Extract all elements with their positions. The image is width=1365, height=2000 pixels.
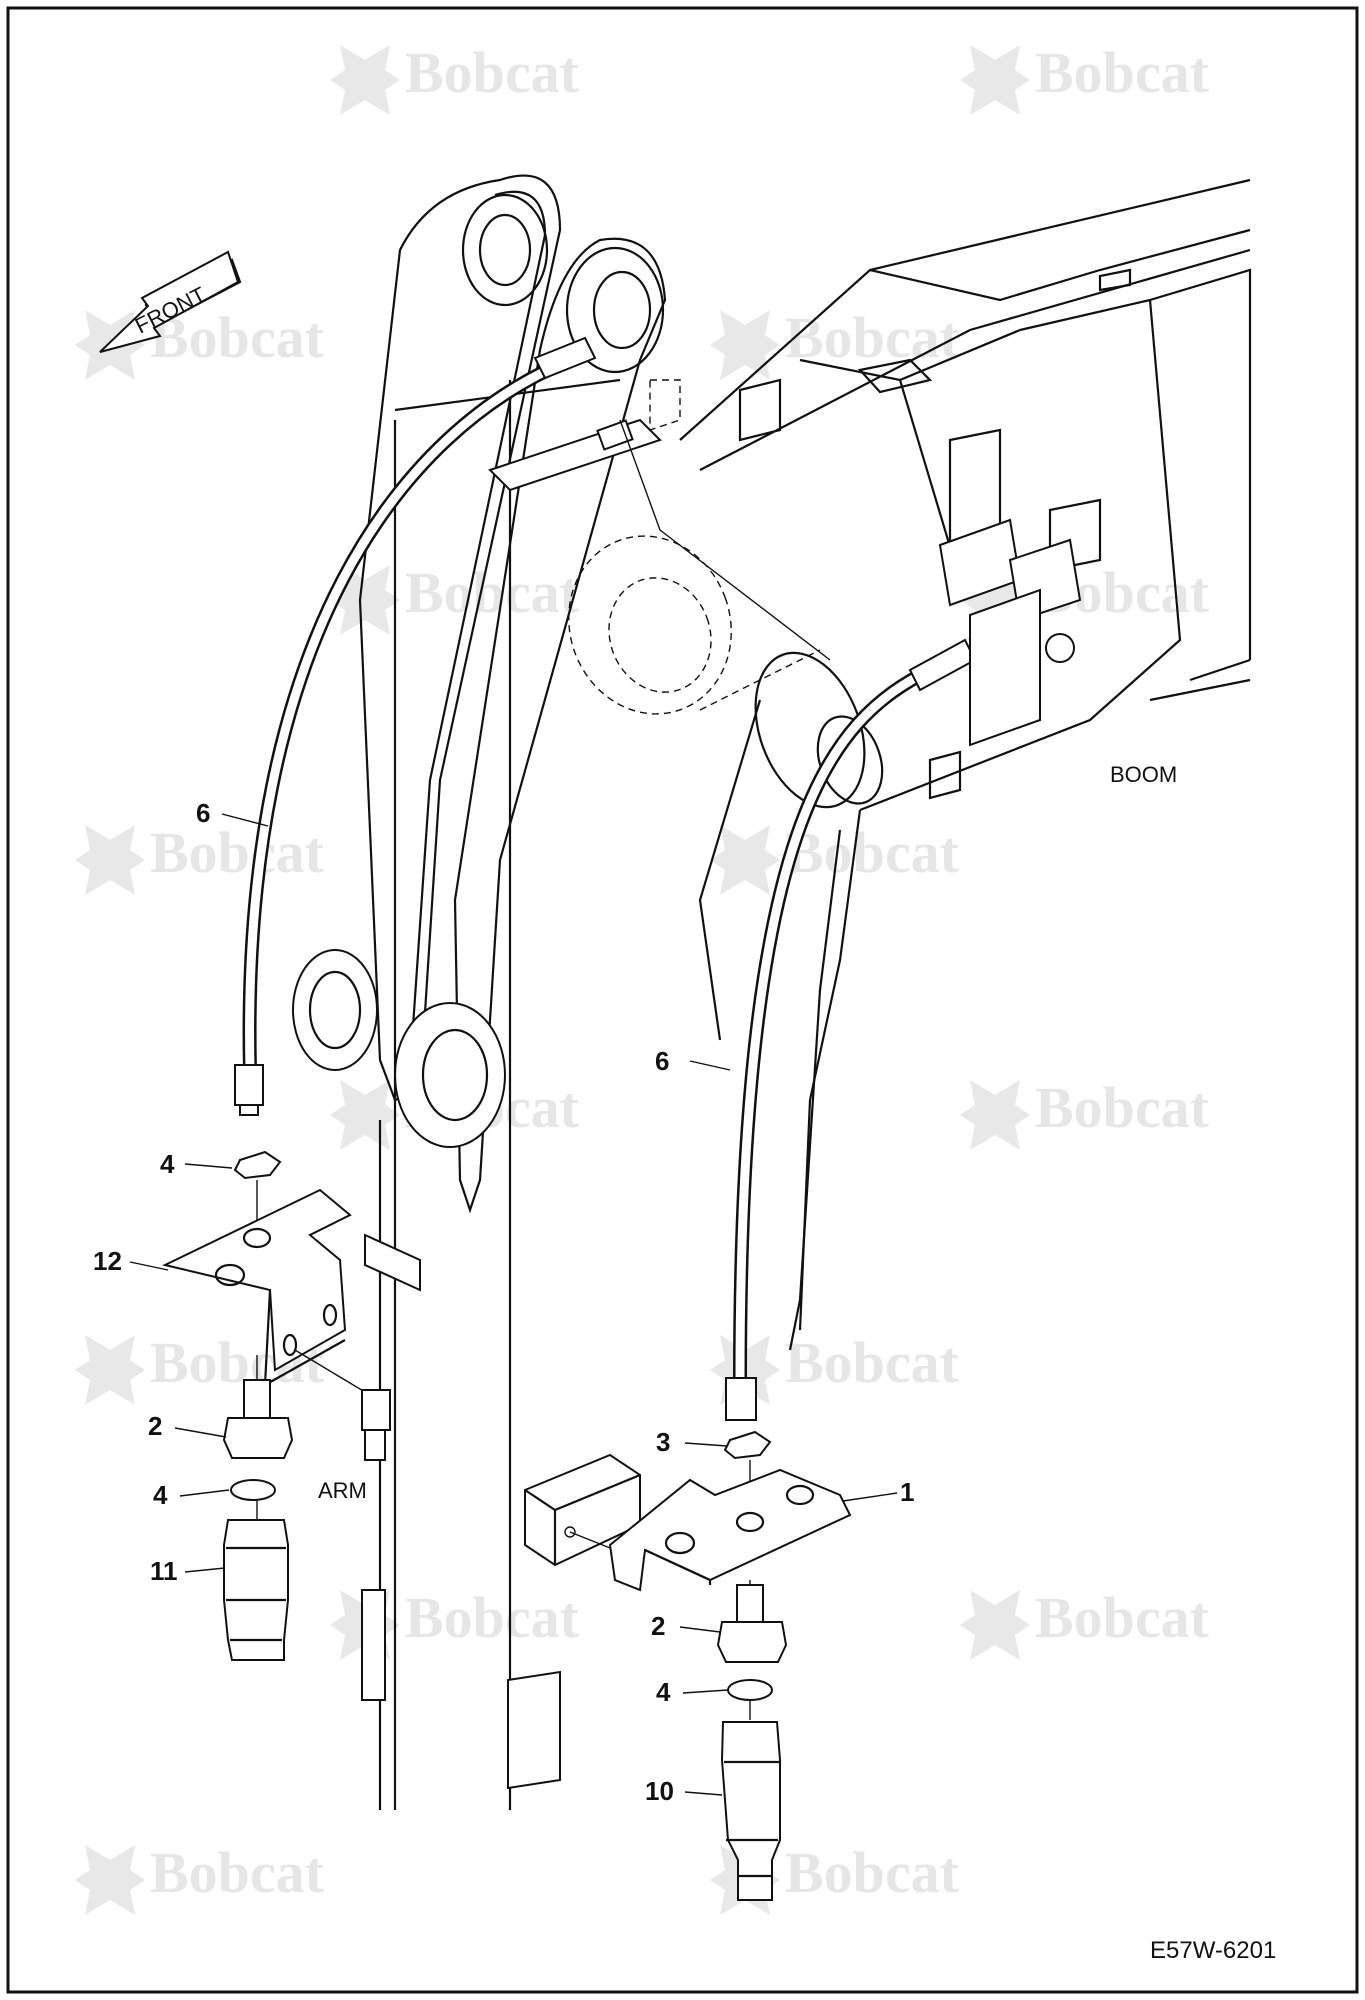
- bobcat-watermark-text: Bobcat: [150, 1840, 325, 1905]
- bobcat-watermark-text: Bobcat: [405, 40, 580, 105]
- boom-structure: BOOM: [679, 178, 1252, 1351]
- callout-6-left: 6: [196, 798, 210, 828]
- fitting-2-left: [243, 1379, 271, 1419]
- drawing-border: [6, 6, 1359, 1994]
- arm-label: ARM: [318, 1478, 367, 1503]
- boom-label: BOOM: [1110, 762, 1177, 787]
- hose-6-left: [234, 336, 597, 1116]
- bracket-1: [608, 1468, 852, 1592]
- bobcat-watermark-text: Bobcat: [1035, 40, 1210, 105]
- bobcat-watermark-text: Bobcat: [1035, 1075, 1210, 1140]
- callout-3: 3: [656, 1427, 670, 1457]
- bobcat-watermark: Bobcat: [75, 1840, 325, 1915]
- bobcat-logo-icon: [330, 45, 400, 115]
- callout-12: 12: [93, 1246, 122, 1276]
- o-ring-4-left: [230, 1479, 276, 1501]
- bobcat-watermark-text: Bobcat: [785, 1840, 960, 1905]
- callout-6-right: 6: [655, 1046, 669, 1076]
- arm-linkage: ARM: [292, 174, 667, 1810]
- bobcat-logo-icon: [960, 1080, 1030, 1150]
- callout-4-upper-left: 4: [160, 1149, 175, 1179]
- callout-1: 1: [900, 1477, 914, 1507]
- bobcat-watermark-text: Bobcat: [785, 820, 960, 885]
- bobcat-watermark: Bobcat: [75, 820, 325, 895]
- nut-3: [723, 1430, 772, 1460]
- bobcat-watermark-text: Bobcat: [785, 1330, 960, 1395]
- bobcat-watermark: Bobcat: [960, 1585, 1210, 1660]
- callout-2-left: 2: [148, 1411, 162, 1441]
- o-ring-4-right: [727, 1679, 773, 1701]
- bobcat-watermark-text: Bobcat: [1035, 1585, 1210, 1650]
- drawing-code: E57W-6201: [1150, 1937, 1276, 1964]
- callout-labels: 6 6 4 12 2 4 11 3 1 2 4 10: [93, 798, 914, 1806]
- bobcat-logo-icon: [75, 1845, 145, 1915]
- callout-2-right: 2: [651, 1611, 665, 1641]
- leader-lines: [129, 813, 898, 1796]
- bobcat-logo-icon: [710, 825, 780, 895]
- coupler-10: [720, 1721, 781, 1901]
- bobcat-watermark-text: Bobcat: [785, 305, 960, 370]
- hidden-pin-outline: [568, 379, 821, 715]
- bobcat-watermark-text: Bobcat: [150, 820, 325, 885]
- bobcat-watermark: Bobcat: [330, 40, 580, 115]
- bobcat-logo-icon: [710, 310, 780, 380]
- nut-4-left: [233, 1150, 282, 1180]
- left-assembly: [162, 1150, 391, 1661]
- fitting-2-right: [736, 1584, 764, 1624]
- bobcat-watermark-text: Bobcat: [405, 1585, 580, 1650]
- bobcat-logo-icon: [75, 1335, 145, 1405]
- right-assembly: [524, 1430, 852, 1901]
- bobcat-watermark: Bobcat: [710, 820, 960, 895]
- callout-11: 11: [150, 1556, 178, 1586]
- bobcat-watermark: Bobcat: [960, 1075, 1210, 1150]
- bobcat-watermark-text: Bobcat: [405, 560, 580, 625]
- bobcat-watermark: Bobcat: [960, 40, 1210, 115]
- bracket-12: [162, 1188, 352, 1372]
- bobcat-watermark-text: Bobcat: [150, 305, 325, 370]
- coupler-11: [223, 1519, 289, 1661]
- bobcat-logo-icon: [330, 1080, 400, 1150]
- bobcat-watermark: Bobcat: [710, 305, 960, 380]
- callout-10: 10: [645, 1776, 674, 1806]
- bobcat-logo-icon: [960, 1590, 1030, 1660]
- bobcat-watermark: Bobcat: [330, 560, 580, 635]
- callout-4-right: 4: [656, 1677, 671, 1707]
- bobcat-logo-icon: [75, 825, 145, 895]
- boom-fitting-block: [938, 518, 1082, 747]
- bobcat-logo-icon: [960, 45, 1030, 115]
- upper-hose-clamp: [488, 418, 831, 661]
- callout-4-lower-left: 4: [153, 1480, 168, 1510]
